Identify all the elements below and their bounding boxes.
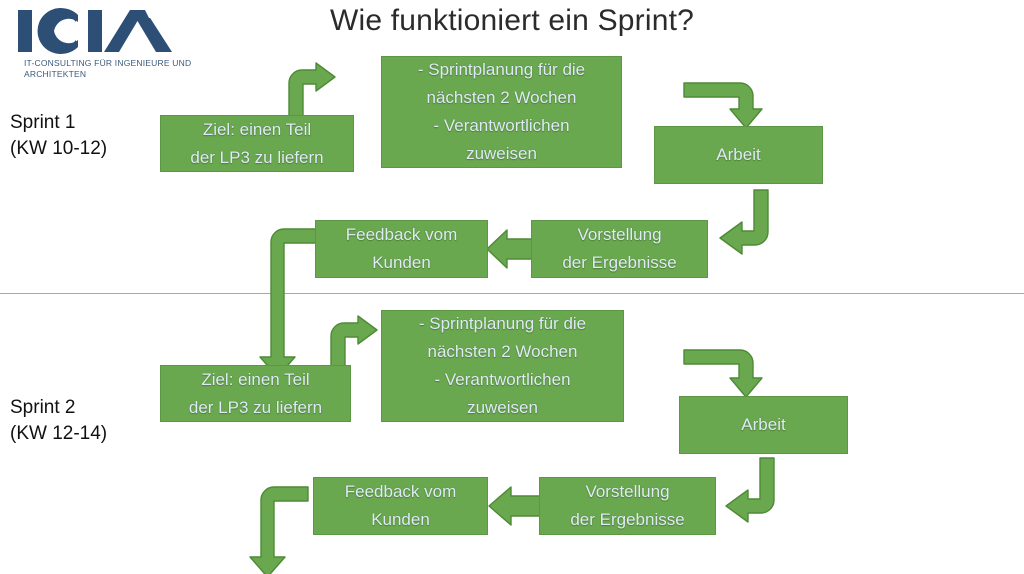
sprint-1-label: Sprint 1 (KW 10-12): [10, 112, 108, 159]
arrow-sprint1-arbeit-to-vorstellung: [716, 189, 769, 260]
arrow-sprint2-arbeit-to-vorstellung: [722, 457, 775, 528]
node-sprint1-ziel[interactable]: Ziel: einen Teil der LP3 zu liefern: [160, 115, 354, 172]
node-sprint2-vorstellung[interactable]: Vorstellung der Ergebnisse: [539, 477, 716, 535]
arrow-sprint1-planung-to-arbeit: [683, 82, 770, 130]
node-sprint2-ziel[interactable]: Ziel: einen Teil der LP3 zu liefern: [160, 365, 351, 422]
node-sprint2-sprintplanung[interactable]: - Sprintplanung für die nächsten 2 Woche…: [381, 310, 624, 422]
node-sprint2-feedback[interactable]: Feedback vom Kunden: [313, 477, 488, 535]
arrow-sprint2-feedback-to-next: [248, 486, 310, 574]
arrow-sprint2-planung-to-arbeit: [683, 349, 770, 399]
node-sprint1-arbeit[interactable]: Arbeit: [654, 126, 823, 184]
arrow-sprint2-ziel-to-planung: [325, 315, 383, 375]
arrow-sprint1-vorstellung-to-feedback: [486, 229, 536, 270]
sprint-2-label: Sprint 2 (KW 12-14): [10, 397, 108, 444]
arrow-sprint1-ziel-to-planung: [283, 62, 341, 122]
section-divider: [0, 293, 1024, 294]
icia-wordmark-icon: [18, 7, 172, 54]
page-title: Wie funktioniert ein Sprint?: [329, 4, 695, 37]
arrow-sprint2-vorstellung-to-feedback: [488, 486, 542, 527]
node-sprint1-vorstellung[interactable]: Vorstellung der Ergebnisse: [531, 220, 708, 278]
logo-subtitle: IT-CONSULTING FÜR INGENIEURE UND ARCHITE…: [24, 58, 192, 79]
icia-logo: IT-CONSULTING FÜR INGENIEURE UND ARCHITE…: [10, 6, 195, 86]
arrow-sprint1-feedback-to-sprint2-ziel: [258, 228, 321, 378]
node-sprint1-feedback[interactable]: Feedback vom Kunden: [315, 220, 488, 278]
node-sprint2-arbeit[interactable]: Arbeit: [679, 396, 848, 454]
node-sprint1-sprintplanung[interactable]: - Sprintplanung für die nächsten 2 Woche…: [381, 56, 622, 168]
